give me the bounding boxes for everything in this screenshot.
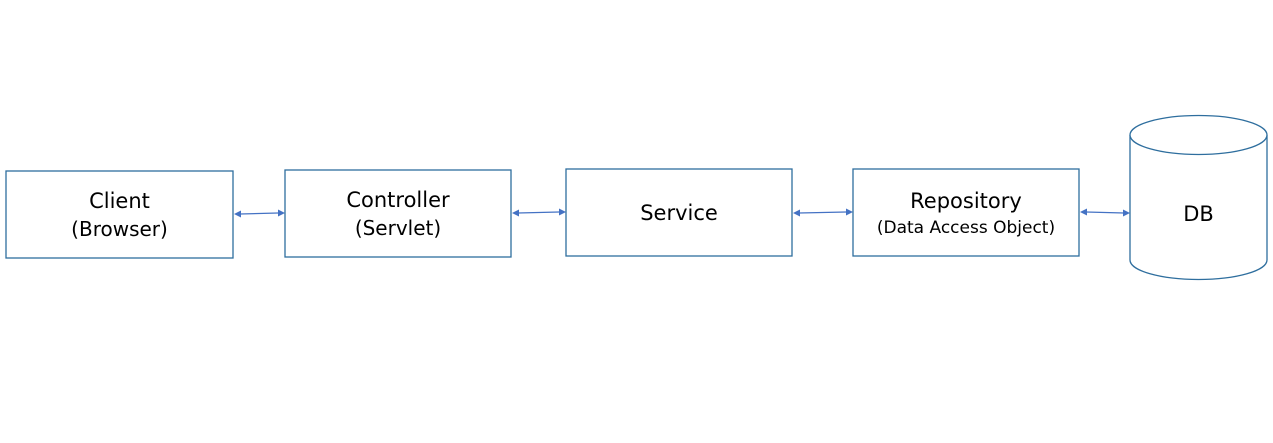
node-repository: Repository (Data Access Object) bbox=[852, 168, 1080, 257]
db-cylinder-body bbox=[1129, 135, 1268, 281]
client-sublabel: (Browser) bbox=[71, 217, 168, 241]
db-cylinder-top bbox=[1129, 114, 1268, 156]
node-controller: Controller (Servlet) bbox=[284, 169, 512, 258]
edge-client-controller bbox=[234, 209, 285, 218]
arrow-head-right bbox=[1123, 209, 1130, 217]
arrow-head-left bbox=[234, 210, 241, 218]
repository-label: Repository bbox=[910, 189, 1022, 213]
arrow-head-left bbox=[1080, 208, 1087, 216]
service-box bbox=[565, 168, 793, 257]
node-service: Service bbox=[565, 168, 793, 257]
node-client: Client (Browser) bbox=[5, 170, 234, 259]
arrow-head-right bbox=[278, 209, 285, 217]
repository-sublabel: (Data Access Object) bbox=[877, 218, 1055, 238]
edge-service-repository bbox=[793, 208, 853, 217]
arrow-head-left bbox=[793, 209, 800, 217]
arrow-head-right bbox=[846, 208, 853, 216]
node-db: DB bbox=[1129, 114, 1268, 281]
client-box bbox=[5, 170, 234, 259]
db-label: DB bbox=[1183, 202, 1214, 226]
edge-controller-service bbox=[512, 208, 566, 217]
controller-box bbox=[284, 169, 512, 258]
controller-label: Controller bbox=[346, 188, 450, 212]
controller-sublabel: (Servlet) bbox=[355, 216, 441, 240]
edge-repository-db bbox=[1080, 208, 1130, 217]
arrow-head-left bbox=[512, 209, 519, 217]
service-label: Service bbox=[640, 201, 718, 225]
repository-box bbox=[852, 168, 1080, 257]
client-label: Client bbox=[89, 189, 150, 213]
arrow-head-right bbox=[559, 208, 566, 216]
